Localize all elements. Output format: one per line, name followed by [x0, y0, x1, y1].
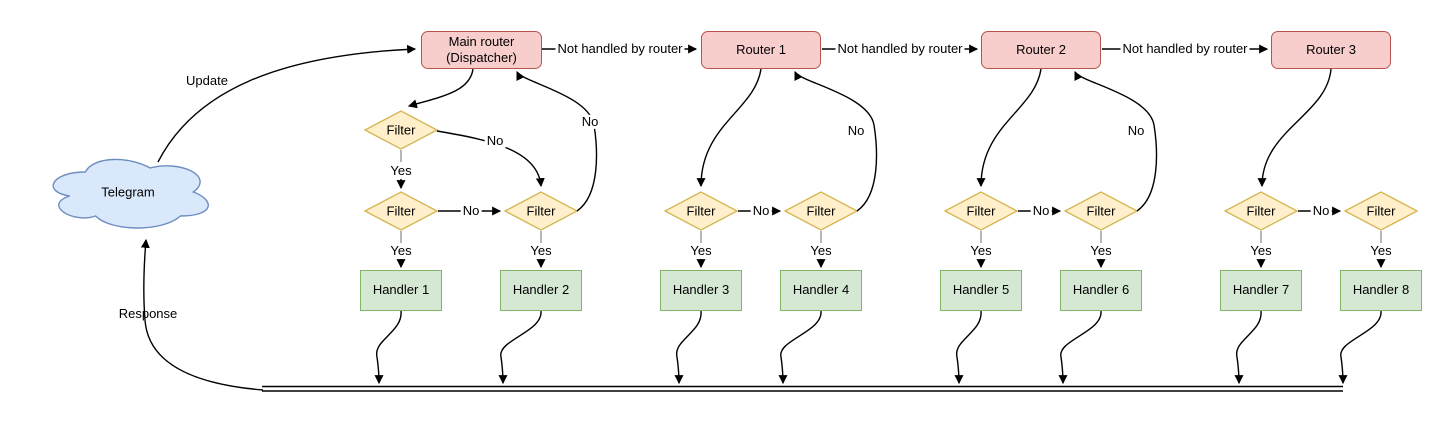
response-label: Response — [118, 305, 178, 321]
edge-router1-to-filter — [696, 68, 762, 188]
yes-label: Yes — [1088, 242, 1114, 259]
edge-handler-to-bus — [674, 310, 702, 385]
edge-handler-to-bus — [778, 310, 822, 385]
filter-label: Filter — [1086, 203, 1116, 219]
no-label: No — [579, 113, 601, 130]
yes-label: Yes — [688, 242, 714, 259]
no-label: No — [484, 132, 506, 149]
no-label: No — [1310, 202, 1332, 219]
edge-handler-to-bus — [498, 310, 542, 385]
filter-label: Filter — [526, 203, 556, 219]
filter-label: Filter — [386, 122, 416, 138]
edge-filter1-no-to-filter3 — [436, 130, 545, 188]
node-handler-7: Handler 7 — [1220, 270, 1302, 311]
filter-label: Filter — [386, 203, 416, 219]
edge-router3-to-filter — [1257, 68, 1332, 188]
edge-handler-to-bus — [1338, 310, 1382, 385]
filter-diamond — [1223, 191, 1299, 231]
filter-label: Filter — [806, 203, 836, 219]
no-label: No — [1030, 202, 1052, 219]
yes-label: Yes — [968, 242, 994, 259]
edge-main-to-filter1 — [407, 68, 474, 109]
node-router-2: Router 2 — [981, 31, 1101, 69]
edge-handler-to-bus — [954, 310, 982, 385]
no-label: No — [460, 202, 482, 219]
edge-router1-no-return — [794, 70, 878, 212]
node-handler-6: Handler 6 — [1060, 270, 1142, 311]
node-handler-3: Handler 3 — [660, 270, 742, 311]
node-handler-8: Handler 8 — [1340, 270, 1422, 311]
yes-label: Yes — [1368, 242, 1394, 259]
yes-label: Yes — [808, 242, 834, 259]
edge-handler-to-bus — [1058, 310, 1102, 385]
yes-label: Yes — [1248, 242, 1274, 259]
node-router-3: Router 3 — [1271, 31, 1391, 69]
no-label: No — [1125, 122, 1147, 139]
filter-label: Filter — [1366, 203, 1396, 219]
edge-filter3-no-return — [516, 70, 598, 212]
edge-response — [140, 238, 264, 391]
cloud-label: Telegram — [101, 184, 155, 200]
node-router-1: Router 1 — [701, 31, 821, 69]
node-handler-1: Handler 1 — [360, 270, 442, 311]
yes-label: Yes — [388, 162, 414, 179]
edge-handler-to-bus — [1234, 310, 1262, 385]
filter-diamond — [1343, 191, 1419, 231]
telegram-cloud — [52, 158, 209, 229]
filter-label: Filter — [1246, 203, 1276, 219]
filter-label: Filter — [966, 203, 996, 219]
edge-handler-to-bus — [374, 310, 402, 385]
node-handler-2: Handler 2 — [500, 270, 582, 311]
filter-diamond — [943, 191, 1019, 231]
not-handled-label: Not handled by router — [835, 40, 965, 57]
yes-label: Yes — [388, 242, 414, 259]
no-label: No — [845, 122, 867, 139]
node-handler-4: Handler 4 — [780, 270, 862, 311]
filter-diamond — [363, 191, 439, 231]
no-label: No — [750, 202, 772, 219]
not-handled-label: Not handled by router — [555, 40, 685, 57]
edge-router2-no-return — [1074, 70, 1158, 212]
filter-diamond — [363, 110, 439, 150]
not-handled-label: Not handled by router — [1120, 40, 1250, 57]
filter-label: Filter — [686, 203, 716, 219]
filter-diamond — [663, 191, 739, 231]
edge-router2-to-filter — [976, 68, 1042, 188]
node-main-router: Main router (Dispatcher) — [421, 31, 542, 69]
update-label: Update — [186, 72, 228, 88]
edge-update — [157, 44, 417, 163]
node-handler-5: Handler 5 — [940, 270, 1022, 311]
yes-label: Yes — [528, 242, 554, 259]
